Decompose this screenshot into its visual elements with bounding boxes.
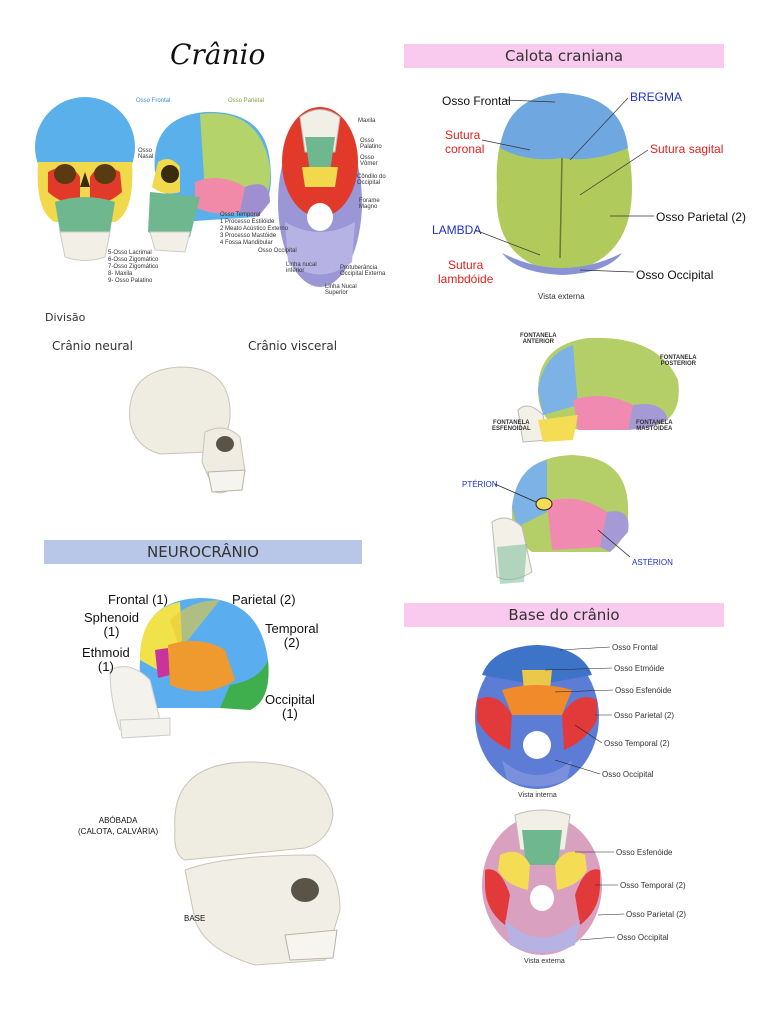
- lateral-skull-illustration: [148, 111, 271, 253]
- calota-occipital-label: Osso Occipital: [636, 268, 714, 282]
- abobada-base-illustration: [174, 761, 341, 966]
- interna-occipital-label: Osso Occipital: [602, 770, 654, 779]
- vomer-tag: Osso Vômer: [360, 155, 378, 167]
- occipital-label: Occipital (1): [265, 692, 315, 721]
- abobada-label: ABÓBADA (CALOTA, CALVÁRIA): [78, 816, 159, 836]
- calota-vista-label: Vista externa: [538, 292, 585, 301]
- calota-frontal-label: Osso Frontal: [442, 94, 511, 108]
- cranio-neural-label: Crânio neural: [52, 339, 133, 353]
- base-interna-illustration: [475, 645, 599, 789]
- condilo-tag: Côndilo do Occipital: [357, 174, 386, 186]
- fontanela-esfenoidal-label: FONTANELA ESFENOIDAL: [492, 420, 531, 432]
- interna-esfenoide-label: Osso Esfenóide: [615, 686, 672, 695]
- base-label: BASE: [184, 914, 206, 923]
- externa-esfenoide-label: Osso Esfenóide: [616, 848, 673, 857]
- bregma-label: BREGMA: [630, 90, 683, 104]
- sutura-lambdoide-label: Sutura lambdóide: [438, 258, 494, 286]
- temporal-label: Temporal (2): [265, 621, 319, 650]
- calota-header: Calota craniana: [404, 44, 724, 68]
- nasal-tag: Osso Nasal: [138, 148, 154, 160]
- pterion-illustration: [491, 455, 629, 584]
- skull-views-figure: [35, 97, 362, 287]
- fontanelas-illustration: [517, 337, 679, 443]
- page-title: Crânio: [170, 38, 266, 71]
- linha-nucal-tag: Linha Nucal Superior: [325, 284, 357, 296]
- externa-parietal-label: Osso Parietal (2): [626, 910, 687, 919]
- ethmoid-label: Ethmoid (1): [82, 645, 130, 674]
- divisao-skull-illustration: [129, 366, 246, 494]
- sphenoid-label: Sphenoid (1): [84, 610, 139, 639]
- externa-temporal-label: Osso Temporal (2): [620, 881, 686, 890]
- sutura-coronal-label: Sutura coronal: [445, 128, 485, 156]
- parietal-tag: Osso Parietal: [228, 98, 265, 104]
- asterion-label: ASTÉRION: [632, 558, 673, 567]
- front-skull-illustration: [35, 97, 135, 261]
- fontanela-anterior-label: FONTANELA ANTERIOR: [520, 333, 557, 345]
- vista-interna-label: Vista interna: [518, 792, 557, 799]
- pterion-label: PTÉRION: [462, 480, 498, 489]
- sutura-sagital-label: Sutura sagital: [650, 142, 724, 156]
- cranio-visceral-label: Crânio visceral: [248, 339, 338, 353]
- interna-temporal-label: Osso Temporal (2): [604, 739, 670, 748]
- temporal-bone-list: Osso Temporal 1 Processo Estilóide 2 Mea…: [220, 212, 289, 246]
- interna-etmoide-label: Osso Etmóide: [614, 664, 665, 673]
- occipital-bottom-tag: Osso Occipital: [258, 248, 297, 254]
- divisao-label: Divisão: [45, 311, 86, 324]
- fontanela-mastoidea-label: FONTANELA MASTÓIDEA: [636, 420, 673, 432]
- interna-frontal-label: Osso Frontal: [612, 643, 658, 652]
- lambda-label: LAMBDA: [432, 223, 482, 237]
- interna-parietal-label: Osso Parietal (2): [614, 711, 675, 720]
- calota-parietal-label: Osso Parietal (2): [656, 210, 747, 224]
- inferior-skull-illustration: [278, 107, 362, 287]
- left-bone-list: 5-Osso Lacrimal 6-Osso Zigomático 7-Osso…: [108, 250, 159, 284]
- palatino-tag: Osso Palatino: [360, 138, 382, 150]
- neurocranio-illustration: [109, 598, 269, 739]
- forame-tag: Forame Magno: [359, 198, 380, 210]
- linha-inferior-tag: Linha nucal inferior: [286, 262, 317, 274]
- base-externa-illustration: [482, 809, 602, 955]
- parietal-label: Parietal (2): [232, 592, 296, 607]
- maxila-tag: Maxila: [358, 118, 376, 124]
- base-cranio-header: Base do crânio: [404, 603, 724, 627]
- frontal-tag: Osso Frontal: [136, 98, 171, 104]
- externa-occipital-label: Osso Occipital: [617, 933, 669, 942]
- protuberancia-tag: Protuberância Occipital Externa: [340, 265, 386, 277]
- calota-illustration: [496, 93, 632, 275]
- neurocranio-header: NEUROCRÂNIO: [44, 540, 362, 564]
- fontanela-posterior-label: FONTANELA POSTERIOR: [660, 355, 697, 367]
- frontal-label: Frontal (1): [108, 592, 168, 607]
- vista-externa-label: Vista externa: [524, 958, 565, 965]
